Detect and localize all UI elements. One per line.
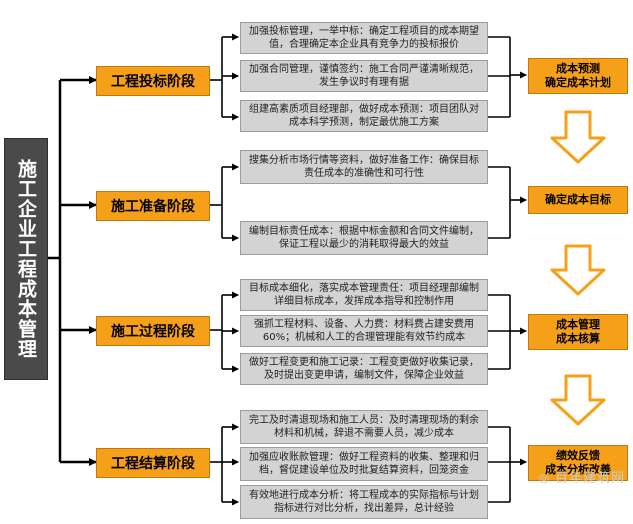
result-settlement: 绩效反馈 成本分析改善 bbox=[528, 445, 628, 481]
note-bidding-3: 组建高素质项目经理部，做好成本预测：项目团队对成本科学预测，制定最优施工方案 bbox=[240, 100, 488, 132]
stage-bidding: 工程投标阶段 bbox=[96, 66, 210, 96]
note-bidding-2: 加强合同管理，谨慎签约：施工合同严谨清晰规范，发生争议时有理有据 bbox=[240, 60, 488, 92]
down-arrow-2 bbox=[550, 244, 606, 296]
note-settlement-3: 有效地进行成本分析：将工程成本的实际指标与计划指标进行对比分析，找出差异，总计经… bbox=[240, 485, 488, 519]
stage-construction: 施工过程阶段 bbox=[96, 316, 210, 346]
down-arrow-1 bbox=[550, 110, 606, 164]
result-preparation: 确定成本目标 bbox=[528, 186, 628, 214]
note-preparation-1: 搜集分析市场行情等资料，做好准备工作：确保目标责任成本的准确性和可行性 bbox=[240, 150, 488, 184]
result-bidding: 成本预测 确定成本计划 bbox=[528, 58, 628, 94]
wechat-icon: ◎ bbox=[538, 471, 555, 485]
note-construction-3: 做好工程变更和施工记录：工程变更做好收集记录，及时提出变更申请，编制文件，保障企… bbox=[240, 353, 488, 385]
note-construction-1: 目标成本细化，落实成本管理责任：项目经理部编制详细目标成本，发挥成本指导和控制作… bbox=[240, 279, 488, 311]
note-preparation-2: 编制目标责任成本：根据中标金额和合同文件编制，保证工程以最少的消耗取得最大的效益 bbox=[240, 221, 488, 255]
root-title: 施工企业工程成本管理 bbox=[4, 138, 48, 380]
note-settlement-1: 完工及时清退现场和施工人员：及时清理现场的剩余材料和机械，辞退不需要人员，减少成… bbox=[240, 410, 488, 444]
note-construction-2: 强抓工程材料、设备、人力费：材料费占建安费用60%；机械和人工的合理管理能有效节… bbox=[240, 315, 488, 347]
watermark: ◎ 百年建筑网 bbox=[538, 471, 625, 486]
note-settlement-2: 加强应收账款管理：做好工程资料的收集、整理和归档，督促建设单位及时批复结算资料，… bbox=[240, 447, 488, 481]
stage-preparation: 施工准备阶段 bbox=[96, 191, 210, 221]
stage-settlement: 工程结算阶段 bbox=[96, 448, 210, 478]
note-bidding-1: 加强投标管理，一举中标：确定工程项目的成本期望值，合理确定本企业具有竞争力的投标… bbox=[240, 22, 488, 54]
down-arrow-3 bbox=[550, 374, 606, 426]
result-construction: 成本管理 成本核算 bbox=[528, 314, 628, 350]
